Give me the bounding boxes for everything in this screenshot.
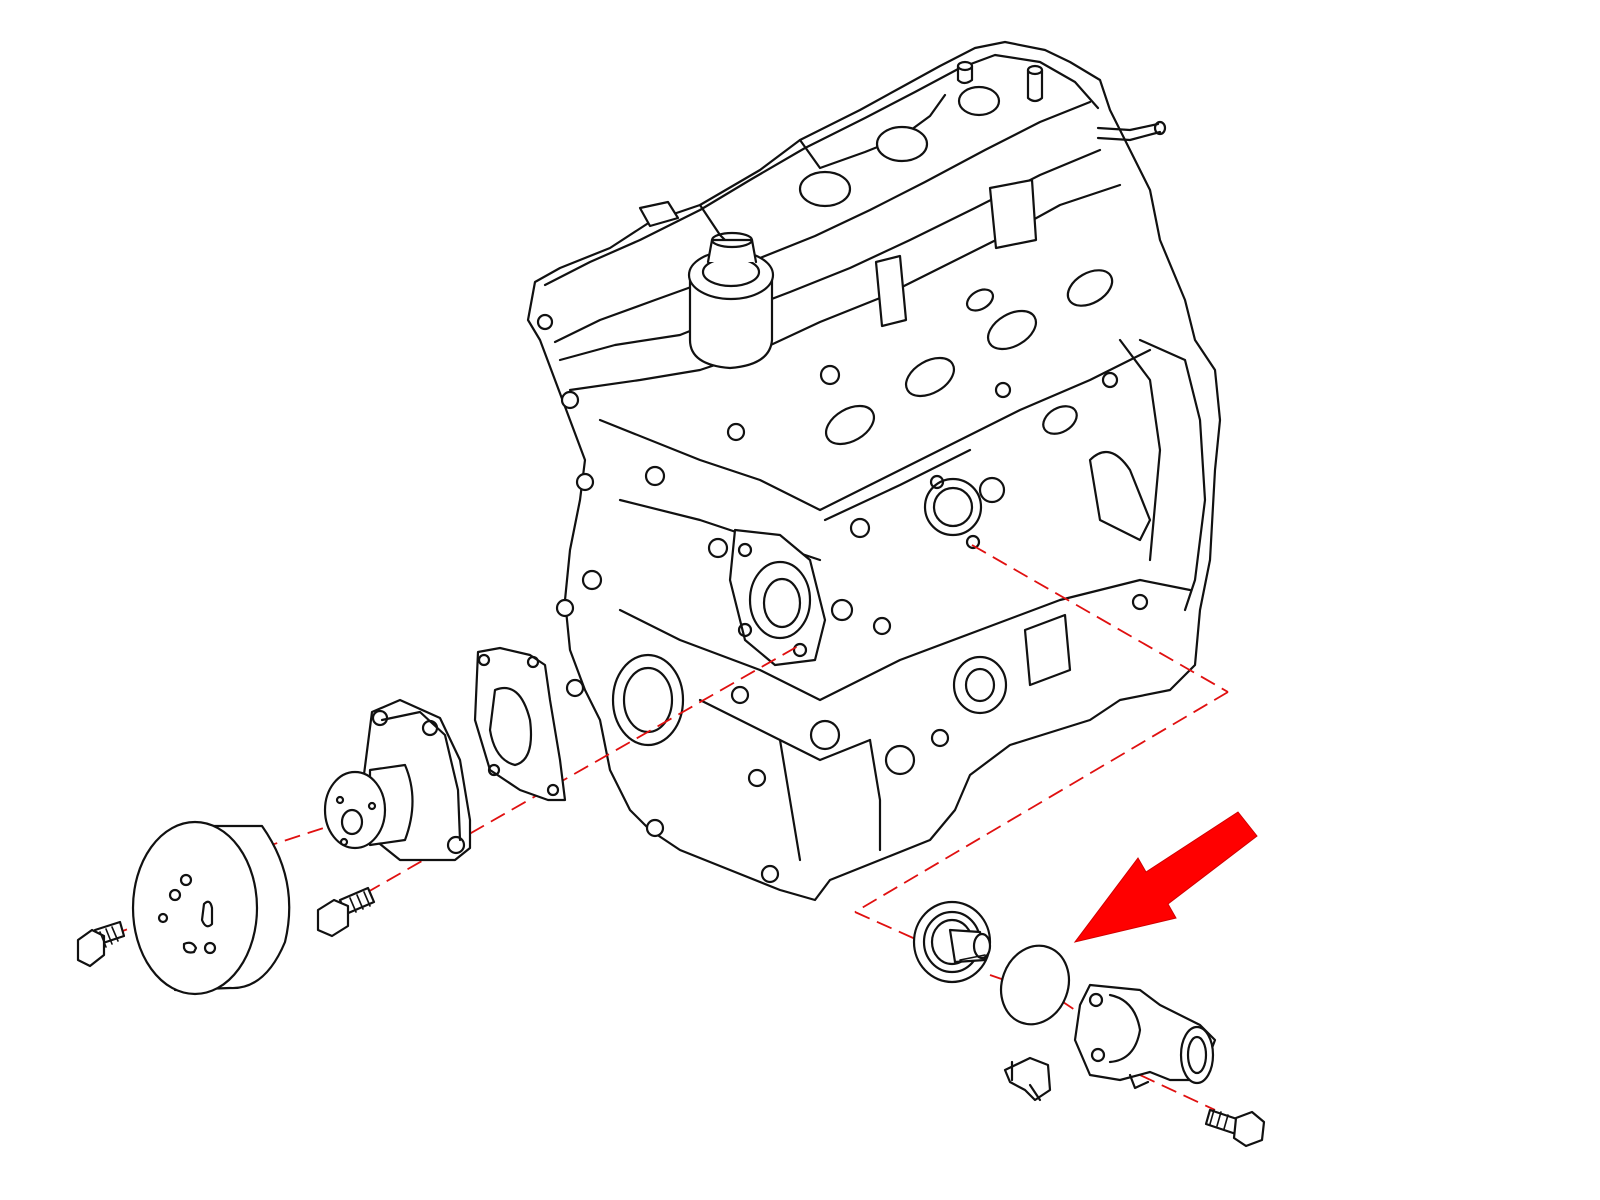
leader-line xyxy=(989,974,1011,983)
pulley-bolt xyxy=(76,920,126,968)
leader-line xyxy=(1139,1074,1216,1111)
thermostat-gasket xyxy=(1000,944,1070,1026)
oil-filler-cap xyxy=(687,231,775,370)
water-pump-pulley xyxy=(131,820,291,996)
housing-bolt xyxy=(1204,1108,1266,1148)
leader-line xyxy=(261,821,343,849)
leader-line xyxy=(344,644,801,906)
engine-block xyxy=(526,40,1222,902)
water-pump xyxy=(323,698,472,862)
thermostat xyxy=(912,900,992,984)
hose-clip xyxy=(1003,1056,1052,1102)
leader-line xyxy=(854,691,1229,913)
water-pump-gasket xyxy=(473,646,567,802)
water-inlet-housing xyxy=(1073,983,1217,1090)
leader-line xyxy=(971,544,1229,693)
highlight-arrow-icon xyxy=(1073,811,1258,943)
water-pump-bolt xyxy=(316,886,376,938)
